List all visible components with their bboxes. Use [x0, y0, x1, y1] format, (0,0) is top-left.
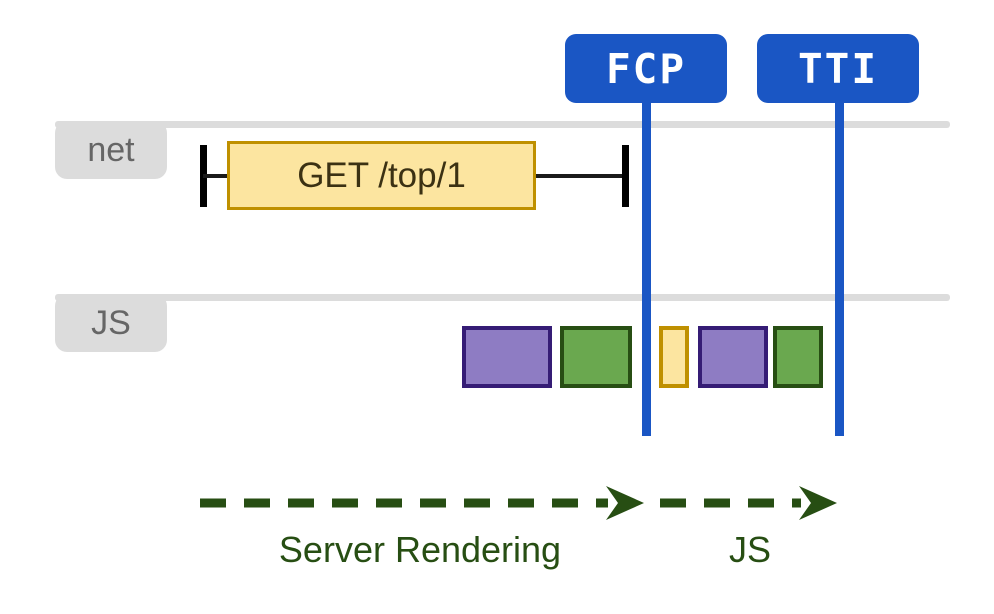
- tti-marker-line: [835, 34, 844, 436]
- js-phase-arrow-head: [799, 486, 837, 520]
- request-end-cap: [622, 145, 629, 207]
- js-task-block[interactable]: [462, 326, 552, 388]
- js-task-block[interactable]: [659, 326, 689, 388]
- fcp-marker-line: [642, 34, 651, 436]
- lane-rule-net: [55, 121, 950, 128]
- tti-marker-badge[interactable]: TTI: [757, 34, 919, 103]
- tti-marker-label: TTI: [797, 44, 879, 93]
- lane-rule-js: [55, 294, 950, 301]
- lane-label-js: JS: [55, 294, 167, 352]
- server-rendering-caption: Server Rendering: [278, 529, 562, 570]
- server-rendering-arrow: [200, 486, 644, 520]
- js-task-block[interactable]: [698, 326, 768, 388]
- fcp-marker-badge[interactable]: FCP: [565, 34, 727, 103]
- lane-label-net-text: net: [87, 131, 135, 169]
- js-task-block[interactable]: [773, 326, 823, 388]
- server-rendering-arrow-head: [606, 486, 644, 520]
- network-request-label: GET /top/1: [297, 156, 466, 195]
- fcp-marker-label: FCP: [605, 44, 687, 93]
- lane-label-js-text: JS: [91, 304, 131, 342]
- js-task-block[interactable]: [560, 326, 632, 388]
- js-phase-caption: JS: [728, 529, 771, 570]
- lane-label-net: net: [55, 121, 167, 179]
- js-phase-arrow: [660, 486, 837, 520]
- network-request-block[interactable]: GET /top/1: [227, 141, 536, 210]
